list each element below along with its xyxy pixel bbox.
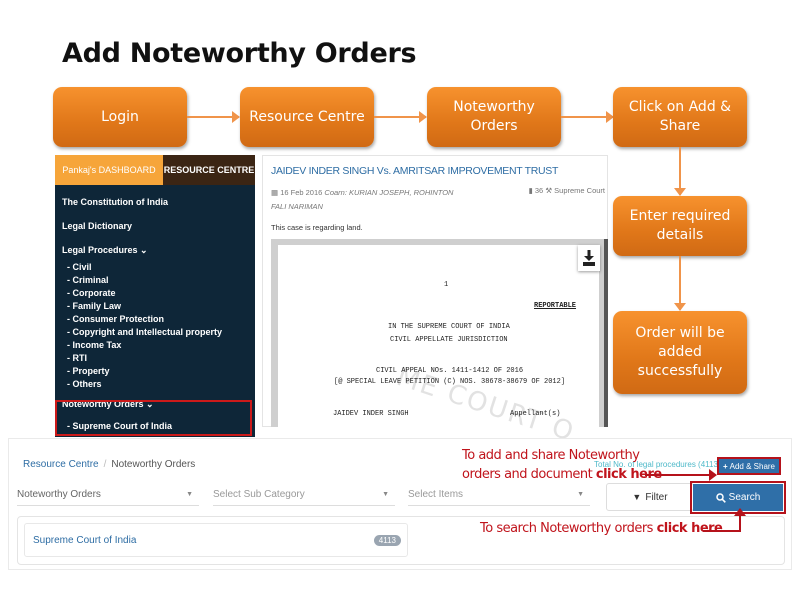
breadcrumb-separator: / xyxy=(103,459,107,470)
category-select-value: Noteworthy Orders xyxy=(17,489,101,500)
callout-arrow xyxy=(703,530,741,532)
document-meta: ▦ 16 Feb 2016 Coarn: KURIAN JOSEPH, ROHI… xyxy=(271,186,453,214)
sidebar-subitem-corporate[interactable]: - Corporate xyxy=(67,288,116,298)
filter-icon: ▼ xyxy=(632,492,642,502)
page-count: 36 xyxy=(534,186,544,195)
gavel-icon: ⚒ xyxy=(545,186,553,195)
sidebar-item-noteworthy-orders[interactable]: Noteworthy Orders ⌄ xyxy=(62,399,154,409)
court-line: IN THE SUPREME COURT OF INDIA xyxy=(388,323,510,331)
add-share-callout: To add and share Noteworthy orders and d… xyxy=(462,446,662,484)
items-select[interactable]: Select Items ▼ xyxy=(408,484,590,506)
callout-text: To add and share Noteworthy xyxy=(462,448,640,463)
flow-arrow xyxy=(674,147,686,196)
sidebar-subitem-criminal[interactable]: - Criminal xyxy=(67,275,109,285)
search-icon xyxy=(715,492,726,503)
appellant-name: JAIDEV INDER SINGH xyxy=(333,410,409,418)
sidebar-item-constitution[interactable]: The Constitution of India xyxy=(62,197,168,207)
reportable-label: REPORTABLE xyxy=(534,302,577,310)
document-title[interactable]: JAIDEV INDER SINGH Vs. AMRITSAR IMPROVEM… xyxy=(271,165,559,177)
count-badge: 4113 xyxy=(373,534,401,546)
sub-category-select[interactable]: Select Sub Category ▼ xyxy=(213,484,395,506)
sidebar-subitem-civil[interactable]: - Civil xyxy=(67,262,92,272)
document-date: 16 Feb 2016 xyxy=(280,188,323,197)
appellant-label: Appellant(s) xyxy=(510,410,561,418)
book-icon: ▮ xyxy=(528,186,533,195)
calendar-icon: ▦ xyxy=(271,188,279,197)
sub-category-placeholder: Select Sub Category xyxy=(213,489,305,500)
filter-label: Filter xyxy=(645,491,668,503)
pdf-page: ME COURT O 1 REPORTABLE IN THE SUPREME C… xyxy=(278,245,599,448)
sidebar-subitem-income-tax[interactable]: - Income Tax xyxy=(67,340,122,350)
callout-click-here: click here xyxy=(595,467,662,482)
document-description: This case is regarding land. xyxy=(271,223,363,232)
appeal-line: CIVIL APPEAL NOs. 1411-1412 OF 2016 xyxy=(376,367,524,375)
flow-step-order-added: Order will be added successfully xyxy=(613,311,747,394)
document-panel: JAIDEV INDER SINGH Vs. AMRITSAR IMPROVEM… xyxy=(262,155,608,448)
caret-down-icon: ▼ xyxy=(186,491,193,498)
callout-click-here: click here xyxy=(656,521,723,536)
breadcrumb-current: Noteworthy Orders xyxy=(111,459,196,470)
pdf-viewer[interactable]: ME COURT O 1 REPORTABLE IN THE SUPREME C… xyxy=(271,239,608,448)
flow-step-enter-details: Enter required details xyxy=(613,196,747,256)
flow-step-click-add-share: Click on Add & Share xyxy=(613,87,747,147)
results-card: Supreme Court of India 4113 xyxy=(17,516,785,565)
filter-button[interactable]: ▼Filter xyxy=(606,483,694,511)
sidebar: Pankaj's DASHBOARD RESOURCE CENTRE The C… xyxy=(55,155,255,437)
search-callout: To search Noteworthy orders click here xyxy=(480,519,723,538)
jurisdiction-line: CIVIL APPELLATE JURISDICTION xyxy=(390,336,508,344)
petition-line: [@ SPECIAL LEAVE PETITION (C) NOS. 38678… xyxy=(334,378,566,386)
sidebar-subitem-copyright[interactable]: - Copyright and Intellectual property xyxy=(67,327,223,337)
download-icon xyxy=(583,250,595,266)
sidebar-subitem-others[interactable]: - Others xyxy=(67,379,102,389)
search-button[interactable]: Search xyxy=(690,481,786,514)
download-button[interactable] xyxy=(578,245,600,271)
flow-arrow xyxy=(374,111,427,123)
callout-arrowhead xyxy=(709,469,717,481)
sidebar-subitem-rti[interactable]: - RTI xyxy=(67,353,87,363)
document-meta-right: ▮ 36 ⚒ Supreme Court xyxy=(529,186,605,195)
add-share-label: Add & Share xyxy=(729,461,776,471)
category-select[interactable]: Noteworthy Orders ▼ xyxy=(17,484,199,506)
sidebar-item-legal-procedures[interactable]: Legal Procedures ⌄ xyxy=(62,245,148,255)
list-item-name: Supreme Court of India xyxy=(33,534,137,546)
court-name: Supreme Court xyxy=(554,186,605,195)
page-number: 1 xyxy=(444,281,449,289)
flow-step-noteworthy-orders: Noteworthy Orders xyxy=(427,87,561,147)
sidebar-subitem-property[interactable]: - Property xyxy=(67,366,110,376)
list-item[interactable]: Supreme Court of India 4113 xyxy=(24,523,408,557)
sidebar-item-legal-dictionary[interactable]: Legal Dictionary xyxy=(62,221,133,231)
sidebar-subitem-supreme-court[interactable]: - Supreme Court of India xyxy=(67,421,173,431)
coram-judges: KURIAN JOSEPH, ROHINTON xyxy=(349,188,454,197)
viewer-scrollbar[interactable] xyxy=(604,239,608,427)
sidebar-subitem-family-law[interactable]: - Family Law xyxy=(67,301,122,311)
tab-dashboard[interactable]: Pankaj's DASHBOARD xyxy=(55,155,163,185)
items-placeholder: Select Items xyxy=(408,489,464,500)
callout-arrow xyxy=(739,514,741,532)
sidebar-subitem-consumer-protection[interactable]: - Consumer Protection xyxy=(67,314,165,324)
callout-arrow xyxy=(645,474,713,476)
caret-down-icon: ▼ xyxy=(382,491,389,498)
breadcrumb: Resource Centre / Noteworthy Orders xyxy=(23,459,195,470)
coram-label: Coarn: xyxy=(324,188,347,197)
flow-arrow xyxy=(674,256,686,311)
slide-title: Add Noteworthy Orders xyxy=(62,38,417,69)
highlight-box xyxy=(55,400,252,436)
coram-judges-cont: FALI NARIMAN xyxy=(271,202,323,211)
flow-arrow xyxy=(561,111,614,123)
tab-resource-centre[interactable]: RESOURCE CENTRE xyxy=(163,155,255,185)
breadcrumb-resource-centre[interactable]: Resource Centre xyxy=(23,459,99,470)
total-count-text: Total No. of legal procedures (4113) xyxy=(594,460,721,469)
caret-down-icon: ▼ xyxy=(577,491,584,498)
flow-step-resource-centre: Resource Centre xyxy=(240,87,374,147)
callout-text: To search Noteworthy orders xyxy=(480,521,657,536)
add-share-button[interactable]: +Add & Share xyxy=(717,457,781,475)
callout-arrowhead xyxy=(734,508,746,516)
callout-text: orders and document xyxy=(462,467,596,482)
noteworthy-orders-page: Resource Centre / Noteworthy Orders Total … xyxy=(8,438,792,570)
search-label: Search xyxy=(728,492,761,503)
flow-arrow xyxy=(187,111,240,123)
flow-step-login: Login xyxy=(53,87,187,147)
plus-icon: + xyxy=(722,461,728,471)
